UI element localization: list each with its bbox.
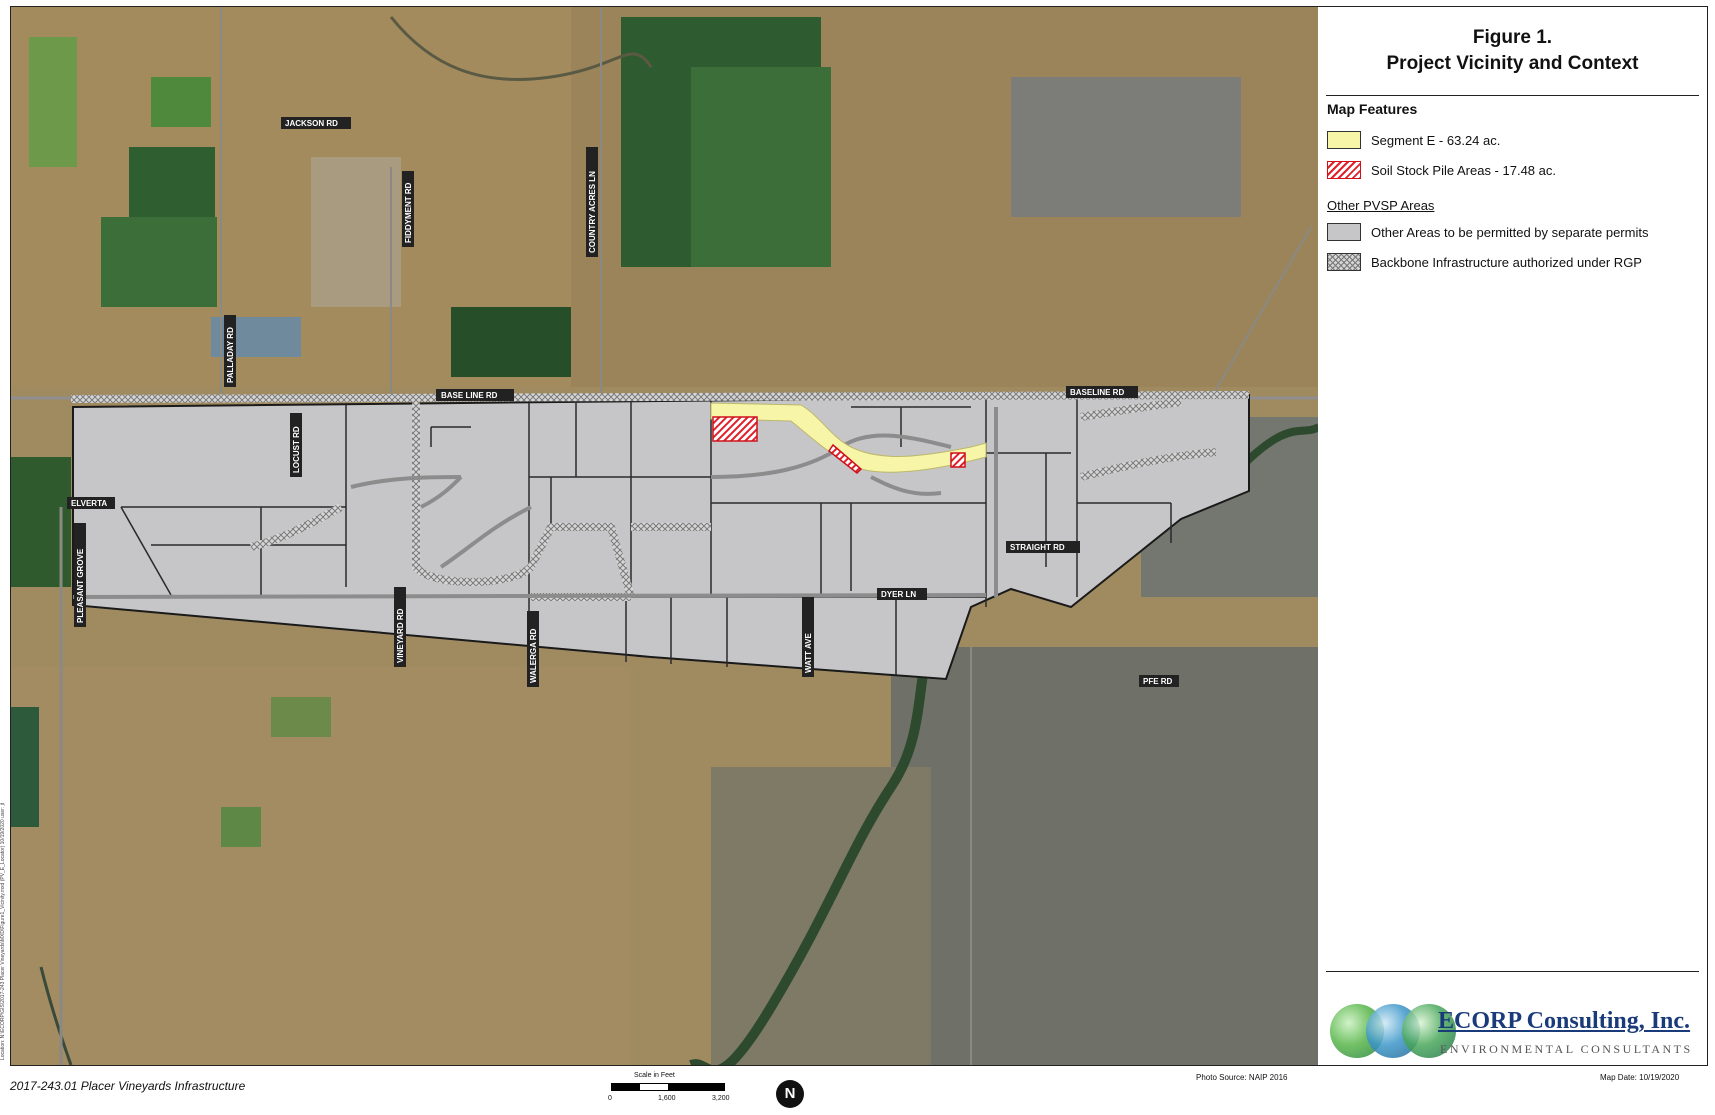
- road-label-text: PLEASANT GROVE: [76, 548, 85, 623]
- legend-item-segment-e: Segment E - 63.24 ac.: [1327, 131, 1500, 149]
- legend-subheading: Other PVSP Areas: [1327, 198, 1435, 213]
- scale-tick: 0: [608, 1095, 612, 1102]
- road-label-text: LOCUST RD: [292, 426, 301, 473]
- scale-tick: 1,600: [658, 1095, 676, 1102]
- road-label-baseline-e: BASELINE RD: [1066, 386, 1138, 398]
- road-label-fiddyment: FIDDYMENT RD: [402, 171, 414, 247]
- photo-source: Photo Source: NAIP 2016: [1196, 1073, 1288, 1082]
- map-credit: Location: N:\ECORP\GIS\2017-243 Placer V…: [0, 802, 6, 1060]
- road-label-text: DYER LN: [881, 590, 916, 599]
- legend-item-stockpile: Soil Stock Pile Areas - 17.48 ac.: [1327, 161, 1556, 179]
- road-label-dyer: DYER LN: [877, 588, 927, 600]
- soil-stockpile-1: [712, 416, 758, 442]
- road-label-country-acres: COUNTRY ACRES LN: [586, 147, 598, 257]
- ecorp-logo: ECORP Consulting, Inc. ENVIRONMENTAL CON…: [1326, 1002, 1702, 1062]
- legend-panel: Figure 1. Project Vicinity and Context M…: [1318, 6, 1708, 1066]
- aerial-map: BASE LINE RD BASELINE RD JACKSON RD ELVE…: [11, 7, 1319, 1065]
- road-label-elverta: ELVERTA: [67, 497, 115, 509]
- figure-caption: Project Vicinity and Context: [1386, 53, 1639, 74]
- company-tagline: ENVIRONMENTAL CONSULTANTS: [1440, 1042, 1693, 1056]
- internal-roads: [72, 407, 998, 599]
- road-label-text: PFE RD: [1143, 677, 1173, 686]
- legend-divider-bottom: [1326, 971, 1699, 972]
- legend-divider-top: [1326, 95, 1699, 96]
- map-date: Map Date: 10/19/2020: [1600, 1073, 1680, 1082]
- road-label-baseline-w: BASE LINE RD: [436, 389, 514, 401]
- globe-icon: [1402, 1004, 1456, 1058]
- legend-heading: Map Features: [1327, 101, 1418, 117]
- figure-title: Figure 1. Project Vicinity and Context: [1318, 25, 1707, 77]
- road-label-text: FIDDYMENT RD: [404, 182, 413, 243]
- legend-item-label: Soil Stock Pile Areas - 17.48 ac.: [1371, 162, 1556, 178]
- scale-bar-graphic: [611, 1083, 725, 1091]
- road-label-walerga: WALERGA RD: [527, 611, 539, 687]
- road-label-text: BASE LINE RD: [441, 391, 498, 400]
- scale-bar: Scale in Feet 0 1,600 3,200: [608, 1072, 734, 1112]
- road-label-text: WALERGA RD: [529, 628, 538, 683]
- road-label-locust: LOCUST RD: [290, 413, 302, 477]
- segment-e-swatch: [1327, 131, 1361, 149]
- road-label-straight: STRAIGHT RD: [1006, 541, 1080, 553]
- legend-item-backbone: Backbone Infrastructure authorized under…: [1327, 253, 1642, 271]
- road-label-text: BASELINE RD: [1070, 388, 1124, 397]
- road-label-text: STRAIGHT RD: [1010, 543, 1065, 552]
- legend-item-label: Backbone Infrastructure authorized under…: [1371, 254, 1642, 270]
- map-area[interactable]: BASE LINE RD BASELINE RD JACKSON RD ELVE…: [10, 6, 1320, 1066]
- road-label-text: PALLADAY RD: [226, 327, 235, 383]
- road-label-jackson: JACKSON RD: [281, 117, 351, 129]
- road-label-pleasant-grove: PLEASANT GROVE: [74, 523, 86, 627]
- project-name: 2017-243.01 Placer Vineyards Infrastruct…: [10, 1079, 246, 1093]
- road-label-text: WATT AVE: [804, 632, 813, 673]
- legend-item-other-areas: Other Areas to be permitted by separate …: [1327, 223, 1648, 241]
- road-label-watt: WATT AVE: [802, 597, 814, 677]
- scale-title: Scale in Feet: [634, 1072, 675, 1079]
- legend-item-label: Other Areas to be permitted by separate …: [1371, 224, 1649, 240]
- figure-number: Figure 1.: [1472, 27, 1553, 48]
- road-label-palladay: PALLADAY RD: [224, 315, 236, 387]
- stockpile-swatch: [1327, 161, 1361, 179]
- road-label-vineyard: VINEYARD RD: [394, 587, 406, 667]
- other-areas-swatch: [1327, 223, 1361, 241]
- road-label-pfe: PFE RD: [1139, 675, 1179, 687]
- road-label-text: JACKSON RD: [285, 119, 338, 128]
- road-label-text: VINEYARD RD: [396, 608, 405, 663]
- backbone-swatch: [1327, 253, 1361, 271]
- legend-item-label: Segment E - 63.24 ac.: [1371, 132, 1501, 148]
- road-label-text: COUNTRY ACRES LN: [588, 171, 597, 253]
- company-name: ECORP Consulting, Inc.: [1438, 1008, 1691, 1034]
- north-arrow-icon: N: [776, 1080, 804, 1108]
- soil-stockpile-2: [827, 443, 863, 475]
- road-label-text: ELVERTA: [71, 499, 107, 508]
- road-labels: BASE LINE RD BASELINE RD JACKSON RD ELVE…: [67, 117, 1179, 687]
- scale-tick: 3,200: [712, 1095, 730, 1102]
- soil-stockpile-3: [950, 452, 966, 468]
